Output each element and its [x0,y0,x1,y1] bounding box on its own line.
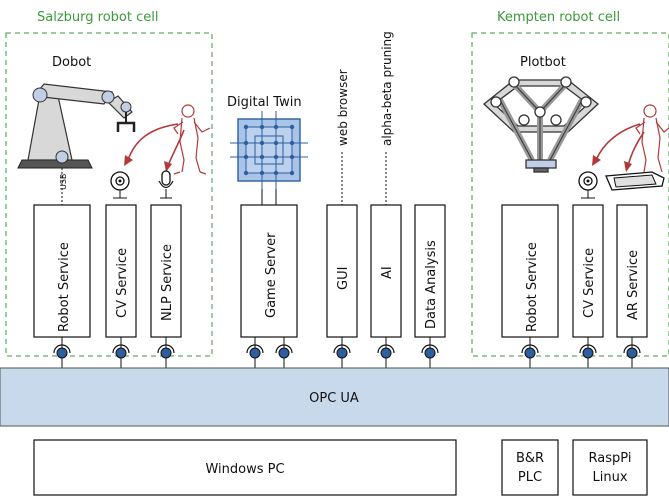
nlp-service [150,204,182,338]
cv-service-kempten-label: CV Service [582,248,597,318]
operator-person-icon [635,104,669,173]
alpha-beta-label: alpha-beta pruning [380,31,394,146]
cv-service-salzburg-label: CV Service [115,248,130,318]
digital-twin-icon [230,111,308,205]
opc-ua-bus [0,367,669,427]
microphone-icon [158,170,174,199]
br-plc-label-line1: B&R [516,451,544,466]
ai-service [370,204,402,338]
br-plc-host [501,439,559,496]
gui-service-label: GUI [336,267,351,290]
ar-service [616,204,648,338]
usb-label: USB [59,174,68,190]
camera-icon [110,171,130,199]
raspi-label-line2: Linux [592,470,627,485]
salzburg-cell-title: Salzburg robot cell [37,10,158,25]
windows-pc-label: Windows PC [205,462,284,477]
gesture-to-camera-arrow [127,123,179,161]
game-server [240,204,298,338]
gesture-to-camera-arrow [595,123,641,161]
arrow-head-icon [124,155,133,166]
salzburg-cell-boundary [5,32,213,357]
game-server-label: Game Server [264,232,279,318]
robot-service-kempten [501,204,559,338]
gui-service [326,204,358,338]
robot-service-salzburg-label: Robot Service [57,242,72,332]
arrow-head-icon [624,161,632,172]
digital-twin-label: Digital Twin [227,95,302,110]
data-analysis-service [414,204,446,338]
raspi-label-line1: RaspPi [589,451,632,466]
cv-service-salzburg [105,204,137,338]
arrow-head-icon [592,155,601,166]
raspi-host [572,439,648,496]
operator-person-icon [173,104,211,175]
gesture-to-headset-arrow [627,131,645,167]
nlp-service-label: NLP Service [160,244,175,321]
ar-headset-icon [605,171,665,191]
kempten-cell-title: Kempten robot cell [497,10,620,25]
plotbot-label: Plotbot [520,55,566,70]
robot-service-salzburg [33,204,91,338]
br-plc-label-line2: PLC [518,470,542,485]
dobot-robot-icon [17,83,136,169]
cv-service-kempten [572,204,604,338]
connector-icons [53,344,641,359]
camera-icon [578,171,598,199]
ar-service-label: AR Service [626,250,641,320]
ai-service-label: AI [380,266,395,279]
arrow-head-icon [164,161,172,172]
robot-service-kempten-label: Robot Service [525,242,540,332]
data-analysis-label: Data Analysis [424,240,439,329]
dobot-label: Dobot [52,55,91,70]
web-browser-label: web browser [336,69,350,146]
plotbot-robot-icon [483,76,599,173]
opc-ua-label: OPC UA [309,391,359,406]
windows-pc-host [33,439,457,496]
